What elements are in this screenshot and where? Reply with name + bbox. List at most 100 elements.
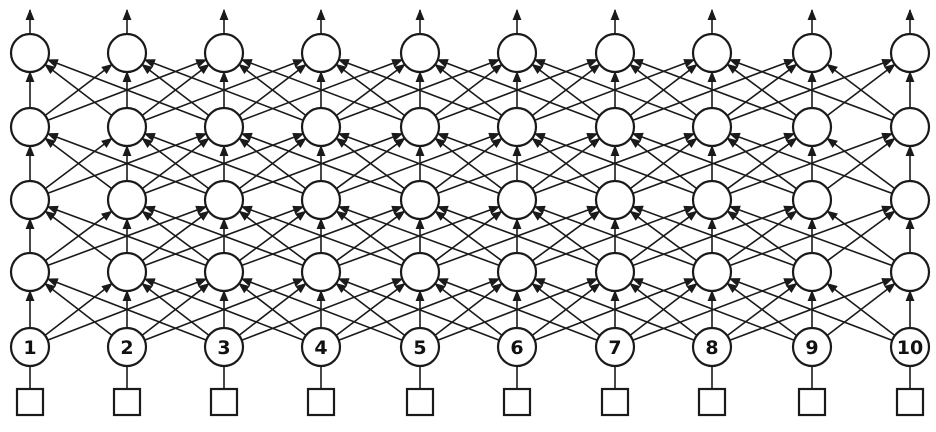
input-node [691,326,733,368]
connection-arrow [141,137,210,190]
connection-arrow [436,58,598,122]
connection-arrow [143,132,304,195]
connection-arrow [726,210,798,262]
input-node [106,326,148,368]
input-node [300,326,342,368]
hidden-node [691,179,733,221]
connection-arrow [335,282,406,337]
hidden-node [889,251,931,293]
hidden-node [691,106,733,148]
hidden-node [691,32,733,74]
connection-arrow [143,278,304,341]
hidden-node [496,251,538,293]
hidden-node [791,106,833,148]
hidden-node [203,251,245,293]
connection-arrow [533,58,695,122]
hidden-node [106,32,148,74]
connection-arrow [629,210,698,262]
connection-arrow [631,278,795,341]
connection-arrow [728,58,893,122]
input-box [306,387,336,417]
connection-arrow [826,282,896,337]
connection-arrow [46,205,207,267]
input-node-label: 5 [413,337,426,359]
hidden-node [9,32,51,74]
hidden-node [691,251,733,293]
input-node-label: 6 [510,337,523,359]
connection-arrow [434,63,503,117]
connection-arrow [44,137,113,190]
connection-arrow [240,58,403,122]
hidden-node [399,251,441,293]
input-node-label: 2 [120,337,133,359]
connection-arrow [238,137,307,190]
input-box [15,387,45,417]
input-node-label: 10 [897,337,923,359]
hidden-node [106,251,148,293]
connection-arrow [629,137,698,190]
input-box [209,387,239,417]
input-box [697,387,727,417]
connection-arrow [335,63,406,117]
connection-arrow [531,137,601,190]
hidden-node [203,32,245,74]
connection-arrow [143,205,304,267]
connection-arrow [726,282,798,337]
connection-arrow [826,137,896,190]
hidden-node [300,179,342,221]
connection-arrow [631,58,795,122]
connection-arrow [728,277,893,342]
input-box [502,387,532,417]
hidden-node [300,106,342,148]
input-box [112,387,142,417]
connection-arrow [436,132,598,195]
hidden-node [496,106,538,148]
connection-arrow [44,63,113,117]
connection-arrow [434,210,503,262]
hidden-node [300,251,342,293]
connection-arrow [631,205,795,267]
hidden-node [106,106,148,148]
input-node-label: 7 [608,337,621,359]
connection-arrow [335,137,406,190]
hidden-node [203,179,245,221]
connection-arrow [238,210,307,262]
input-node-label: 1 [23,337,36,359]
input-box [600,387,630,417]
connection-arrow [337,58,500,122]
connection-arrow [238,63,307,117]
connection-arrow [240,278,403,341]
connection-arrow [531,210,601,262]
hidden-node [889,32,931,74]
hidden-node [399,106,441,148]
connection-arrow [531,282,601,337]
input-node-label: 9 [805,337,818,359]
connection-arrow [728,205,893,267]
hidden-node [9,106,51,148]
input-box [797,387,827,417]
connection-arrow [629,282,698,337]
hidden-node [594,106,636,148]
input-node [791,326,833,368]
connection-arrow [335,210,406,262]
connection-arrow [533,132,695,195]
hidden-node [106,179,148,221]
hidden-node [791,32,833,74]
connection-arrow [337,132,500,195]
connection-arrow [44,282,113,337]
connection-arrow [46,59,207,121]
connection-arrow [434,282,503,337]
hidden-node [594,32,636,74]
connection-arrow [826,63,896,117]
connection-arrow [434,137,503,190]
connection-arrow [238,282,307,337]
connection-arrow [726,137,798,190]
hidden-node [203,106,245,148]
connection-arrow [143,59,304,121]
connection-arrow [46,132,207,195]
hidden-node [889,179,931,221]
connection-arrow [631,132,795,195]
hidden-node [399,179,441,221]
connection-arrow [141,210,210,262]
